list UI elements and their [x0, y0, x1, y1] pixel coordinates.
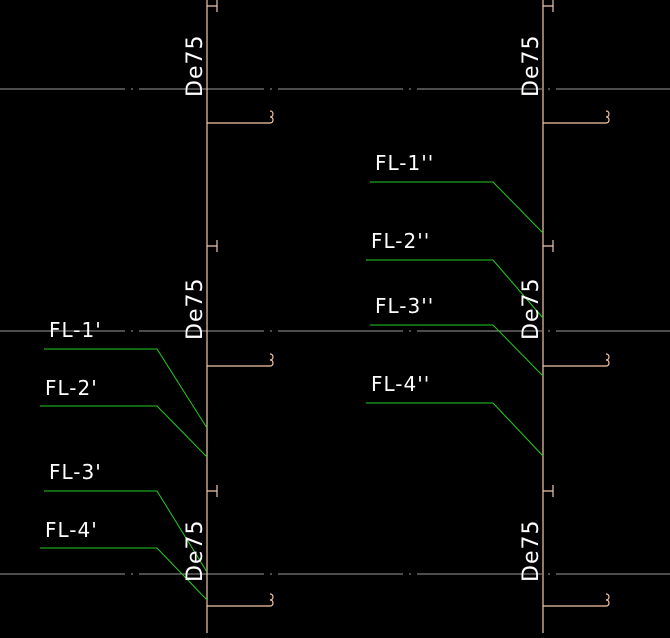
pipe-size-label-right-top: De75 — [519, 35, 544, 97]
leader-lines — [40, 181, 544, 601]
riser-label-right-3: FL-3'' — [375, 294, 434, 318]
pipe-cap-right-3 — [543, 485, 554, 497]
riser-label-right-1: FL-1'' — [375, 151, 434, 175]
pipe-cap-left-1 — [207, 0, 218, 12]
pipe-cap-right-1 — [543, 0, 554, 12]
leader-right-1 — [370, 181, 544, 234]
leader-right-4 — [366, 402, 544, 457]
riser-pipes — [206, 0, 610, 633]
riser-labels: FL-1' FL-2' FL-3' FL-4' FL-1'' FL-2'' FL… — [45, 151, 434, 542]
branch-pipe-left-1 — [207, 110, 274, 124]
pipe-size-label-left-top: De75 — [183, 35, 208, 97]
riser-label-left-2: FL-2' — [45, 376, 98, 400]
riser-label-left-3: FL-3' — [49, 460, 102, 484]
branch-pipe-right-1 — [543, 110, 610, 124]
pipe-size-label-right-middle: De75 — [519, 278, 544, 340]
pipe-size-label-left-bottom: De75 — [183, 520, 208, 582]
riser-label-left-4: FL-4' — [45, 518, 98, 542]
leader-left-3 — [44, 490, 208, 573]
riser-label-right-4: FL-4'' — [371, 372, 430, 396]
riser-label-left-1: FL-1' — [49, 318, 102, 342]
branch-pipe-right-3 — [543, 593, 610, 607]
riser-label-right-2: FL-2'' — [371, 229, 430, 253]
pipe-size-labels: De75 De75 De75 De75 De75 De75 — [183, 35, 544, 582]
leader-left-4 — [40, 547, 208, 601]
branch-pipe-left-3 — [207, 593, 274, 607]
pipe-cap-left-3 — [207, 485, 218, 497]
leader-left-2 — [40, 405, 208, 458]
axis-lines — [0, 88, 670, 575]
pipe-cap-right-2 — [543, 240, 554, 252]
leader-left-1 — [44, 348, 208, 429]
leader-right-2 — [366, 259, 544, 319]
branch-pipe-right-2 — [543, 353, 610, 367]
leader-right-3 — [370, 324, 544, 377]
pipe-cap-left-2 — [207, 240, 218, 252]
pipe-size-label-right-bottom: De75 — [519, 520, 544, 582]
pipe-size-label-left-middle: De75 — [183, 278, 208, 340]
branch-pipe-left-2 — [207, 353, 274, 367]
